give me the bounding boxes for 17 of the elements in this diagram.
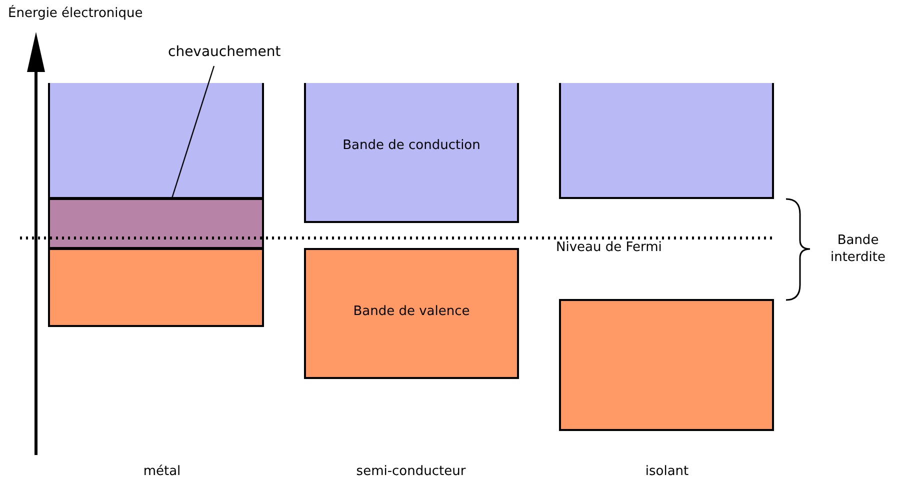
column-label: isolant xyxy=(645,464,689,479)
column-label: semi-conducteur xyxy=(356,464,466,479)
band-label: Bande de conduction xyxy=(342,138,482,153)
energy-band xyxy=(304,248,519,379)
leader-line xyxy=(171,66,215,198)
energy-band xyxy=(304,83,519,223)
energy-band xyxy=(48,83,264,199)
energy-band xyxy=(559,83,774,199)
axis-label: Énergie électronique xyxy=(8,6,143,21)
energy-band xyxy=(559,299,774,431)
band-gap-label: Bande interdite xyxy=(829,232,887,266)
band-label: Bande de valence xyxy=(352,304,471,319)
energy-band xyxy=(48,198,264,249)
column-label: métal xyxy=(143,464,181,479)
energy-band xyxy=(48,248,264,327)
fermi-level-label: Niveau de Fermi xyxy=(556,240,662,255)
callout-label: chevauchement xyxy=(168,44,281,60)
